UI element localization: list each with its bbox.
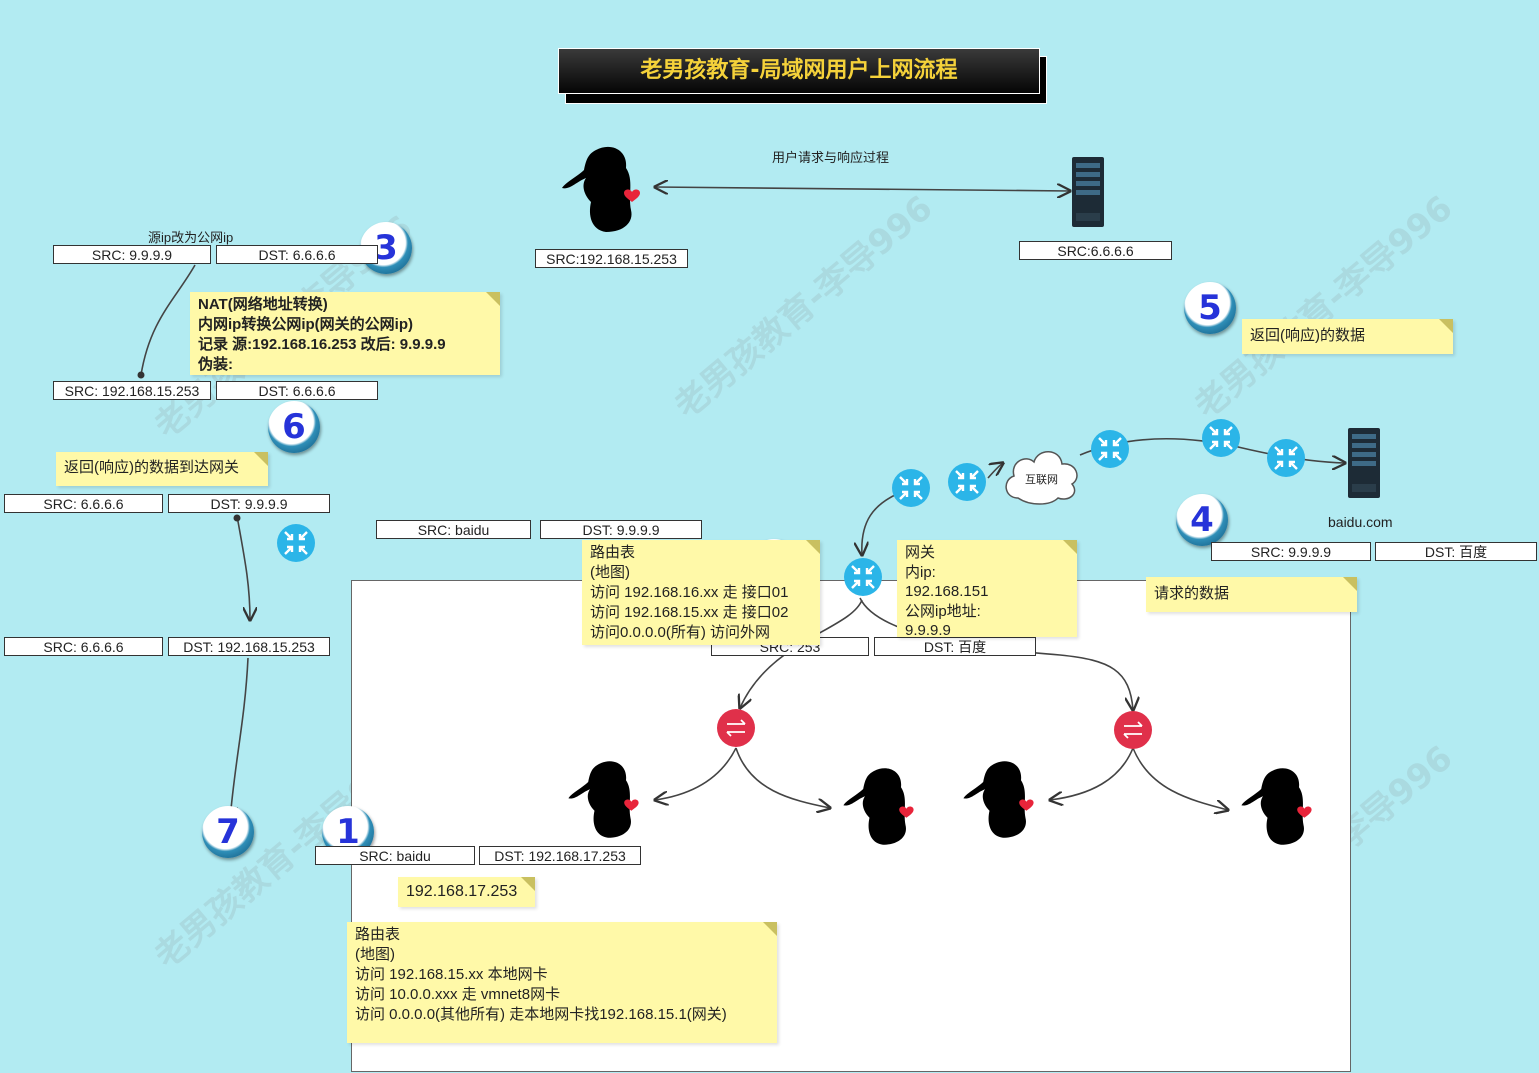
- internet-label: 互联网: [1025, 474, 1058, 486]
- step-badge-5: 5: [1184, 282, 1236, 334]
- baidu-label: baidu.com: [1328, 514, 1393, 530]
- client-src-box: SRC:192.168.15.253: [535, 249, 688, 268]
- person-icon: [843, 768, 914, 845]
- step1-dst-box: DST: 192.168.17.253: [479, 846, 641, 865]
- lan-dst-box: DST: 192.168.15.253: [168, 637, 330, 656]
- server-src-box: SRC:6.6.6.6: [1019, 241, 1172, 260]
- step1-src-box: SRC: baidu: [315, 846, 475, 865]
- router-icon: [844, 558, 882, 596]
- step3-src-box: SRC: 9.9.9.9: [53, 245, 211, 264]
- route-table-client-note: 路由表 (地图) 访问 192.168.15.xx 本地网卡 访问 10.0.0…: [347, 922, 777, 1043]
- server-icon: [1072, 157, 1104, 227]
- return-to-gateway-note: 返回(响应)的数据到达网关: [56, 452, 268, 486]
- nat-note: NAT(网络地址转换) 内网ip转换公网ip(网关的公网ip) 记录 源:192…: [190, 292, 500, 375]
- client-ip-note: 192.168.17.253: [398, 877, 535, 907]
- step-badge-3: 3: [360, 222, 412, 274]
- router-icon: [1267, 439, 1305, 477]
- person-icon: [1241, 768, 1312, 845]
- router-icon: [1202, 419, 1240, 457]
- step-badge-6: 6: [268, 401, 320, 453]
- step4-src-box: SRC: 9.9.9.9: [1211, 542, 1371, 561]
- route-table-gateway-note: 路由表 (地图) 访问 192.168.16.xx 走 接口01 访问 192.…: [582, 540, 820, 645]
- page-title: 老男孩教育-局域网用户上网流程: [558, 48, 1040, 94]
- gateway-dst-box: DST: 百度: [874, 637, 1036, 656]
- step-badge-4: 4: [1176, 494, 1228, 546]
- router-icon: [948, 463, 986, 501]
- return-data-note: 返回(响应)的数据: [1242, 319, 1453, 354]
- switch-icon: [1114, 711, 1152, 749]
- gateway-note: 网关 内ip: 192.168.151 公网ip地址: 9.9.9.9: [897, 540, 1077, 639]
- person-icon: [963, 761, 1034, 838]
- return-dst-box: DST: 9.9.9.9: [168, 494, 330, 513]
- return-src-box: SRC: 6.6.6.6: [4, 494, 163, 513]
- internet-cloud-icon: [1005, 451, 1078, 505]
- lan-src-box: SRC: 6.6.6.6: [4, 637, 163, 656]
- step6-src-box: SRC: 192.168.15.253: [53, 381, 211, 400]
- request-data-note: 请求的数据: [1146, 577, 1357, 612]
- step6-dst-box: DST: 6.6.6.6: [216, 381, 378, 400]
- person-icon: [562, 146, 640, 232]
- step4-dst-box: DST: 百度: [1375, 542, 1537, 561]
- src-ip-change-label: 源ip改为公网ip: [148, 230, 234, 245]
- mid-src-box: SRC: baidu: [376, 520, 531, 539]
- router-icon: [892, 469, 930, 507]
- server-icon: [1348, 428, 1380, 498]
- router-icon: [277, 524, 315, 562]
- request-response-label: 用户请求与响应过程: [772, 150, 890, 165]
- mid-dst-box: DST: 9.9.9.9: [540, 520, 702, 539]
- switch-icon: [717, 709, 755, 747]
- step3-dst-box: DST: 6.6.6.6: [216, 245, 378, 264]
- person-icon: [568, 761, 639, 838]
- step-badge-7: 7: [202, 806, 254, 858]
- router-icon: [1091, 430, 1129, 468]
